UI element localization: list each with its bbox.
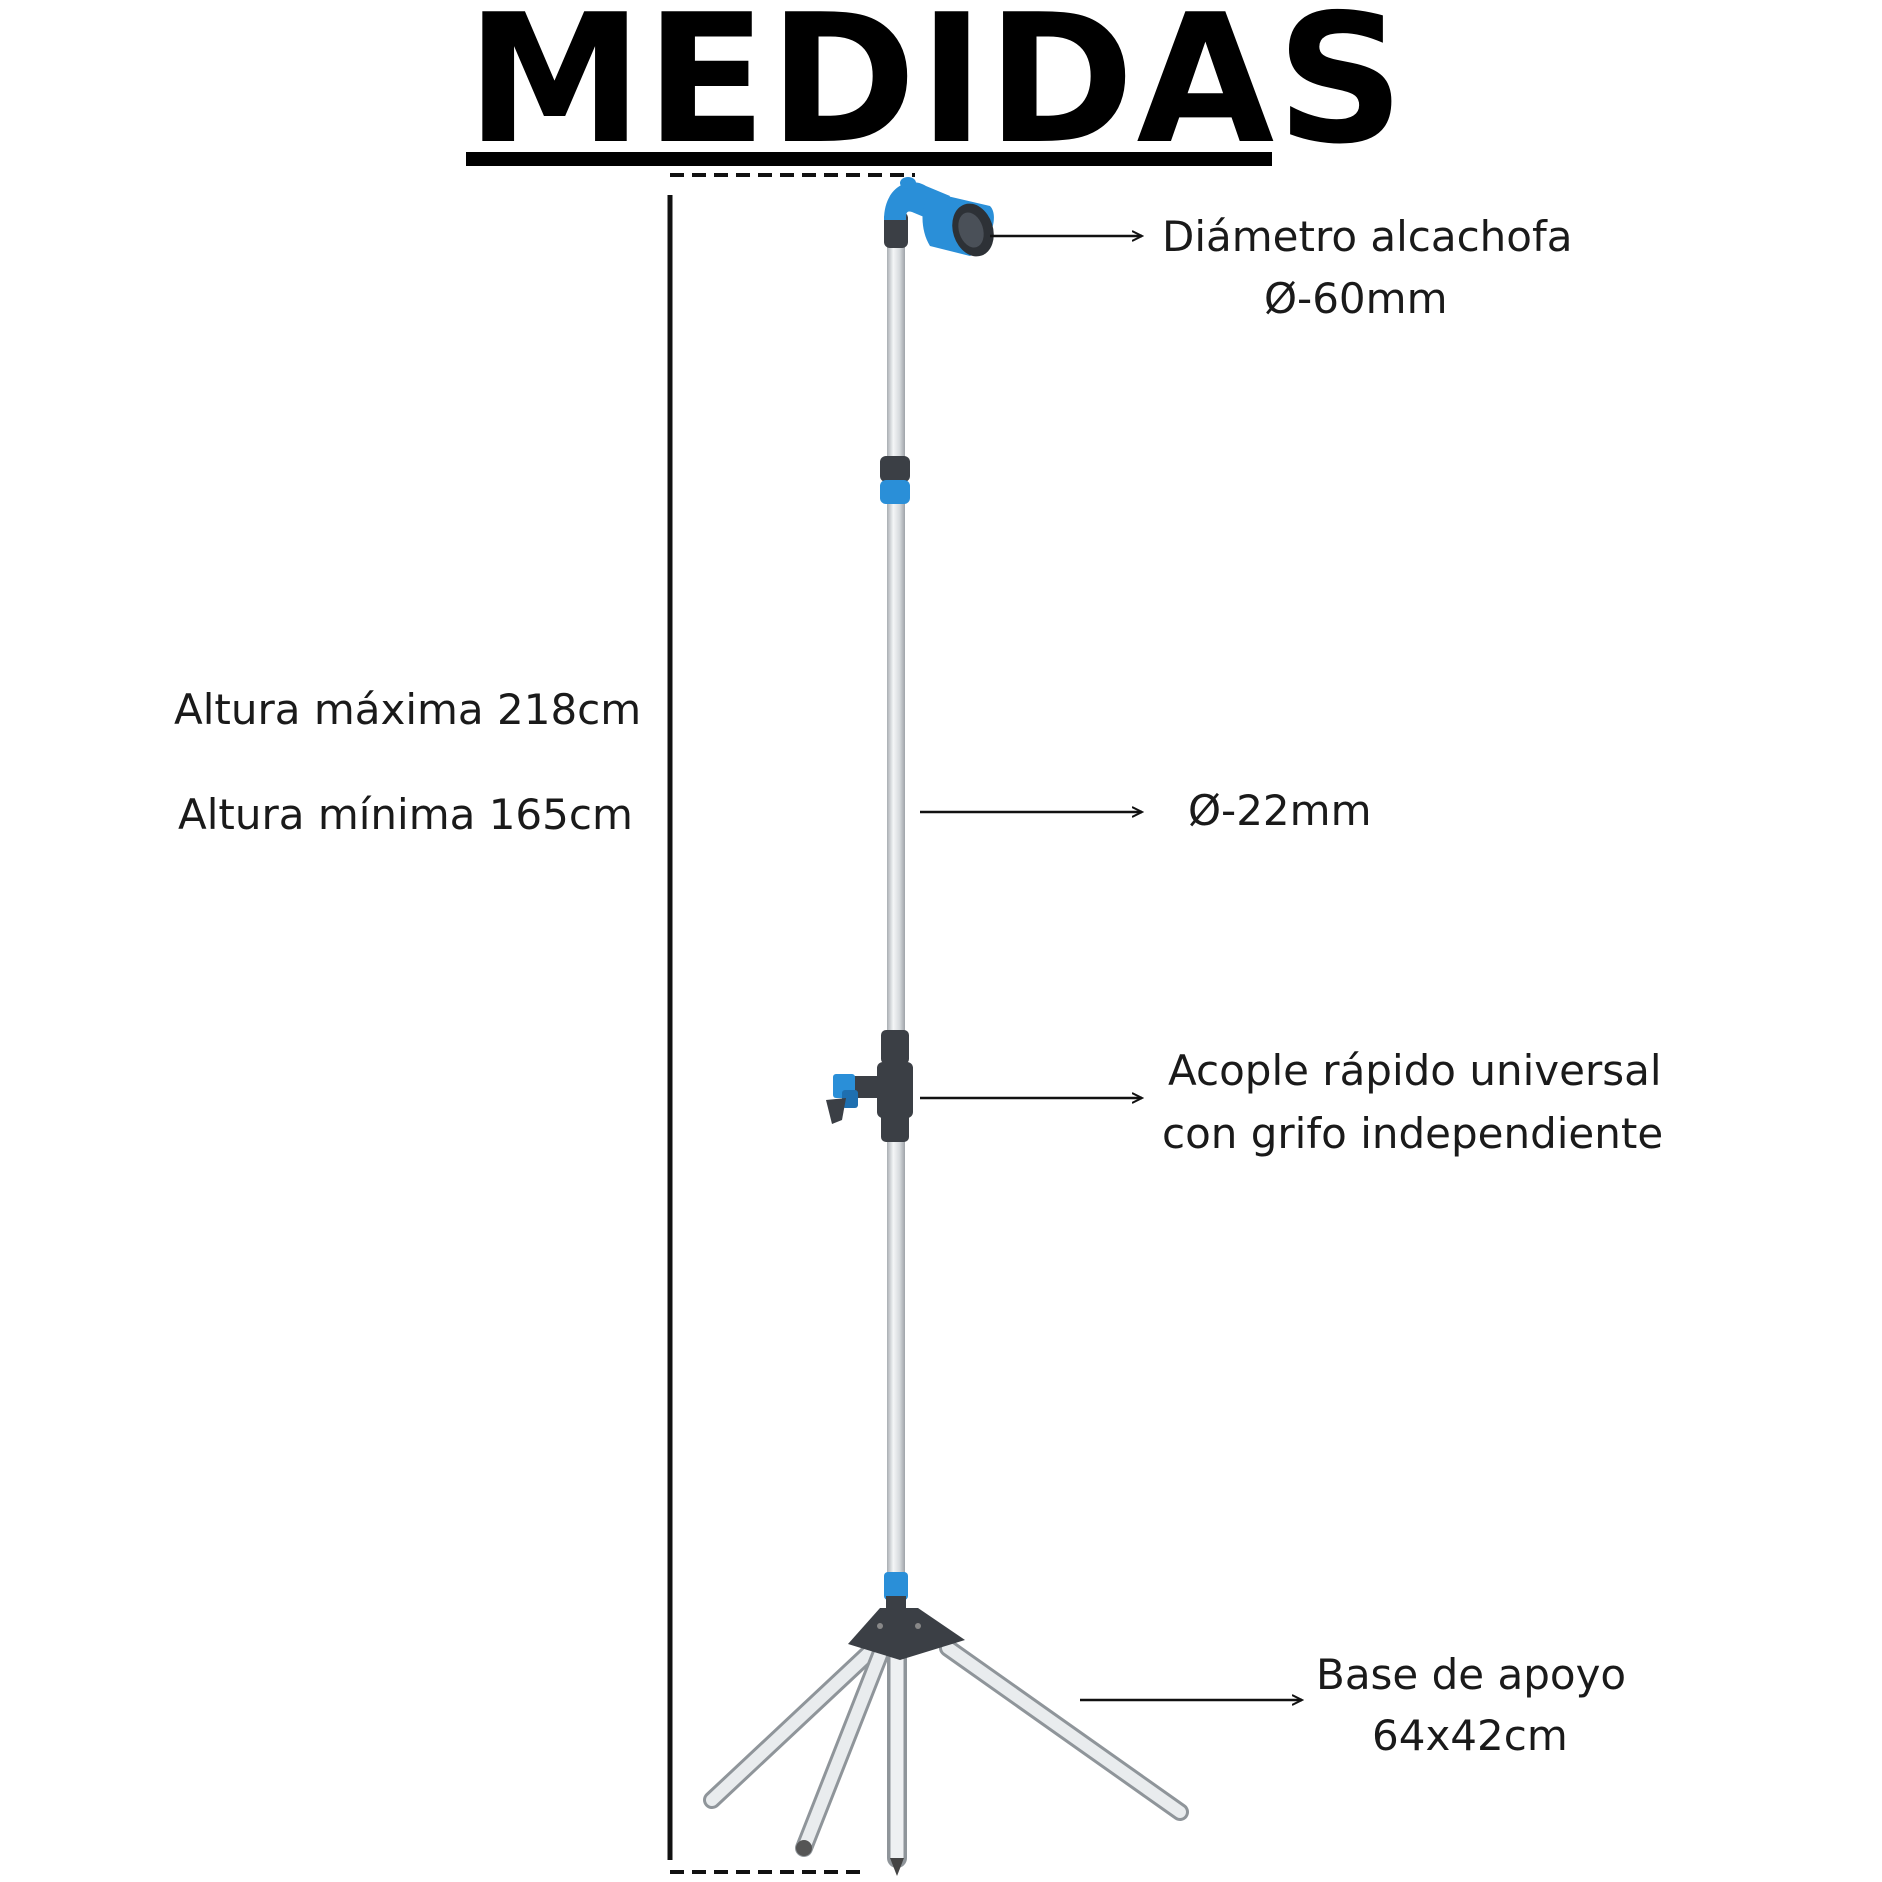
- max-height-label: Altura máxima 218cm: [174, 685, 642, 734]
- base-label-line1: Base de apoyo: [1316, 1650, 1627, 1699]
- page-title: MEDIDAS: [466, 0, 1407, 183]
- coupler-tap: [826, 1030, 913, 1142]
- coupler-label-line2: con grifo independiente: [1162, 1109, 1664, 1158]
- head-diameter-label: Diámetro alcachofa: [1162, 212, 1573, 261]
- main-pipe: [887, 240, 905, 1610]
- telescopic-joint: [880, 456, 910, 504]
- head-diameter-value: Ø-60mm: [1264, 274, 1448, 323]
- base-label-line2: 64x42cm: [1372, 1711, 1568, 1760]
- tripod-base: [848, 1608, 965, 1660]
- bottom-collar: [884, 1572, 908, 1600]
- coupler-label-line1: Acople rápido universal: [1168, 1046, 1662, 1095]
- tripod-legs: [703, 1639, 1189, 1876]
- min-height-label: Altura mínima 165cm: [178, 790, 633, 839]
- title-underline: [466, 152, 1272, 166]
- pipe-diameter-label: Ø-22mm: [1188, 786, 1372, 835]
- shower-head-icon: [884, 177, 994, 257]
